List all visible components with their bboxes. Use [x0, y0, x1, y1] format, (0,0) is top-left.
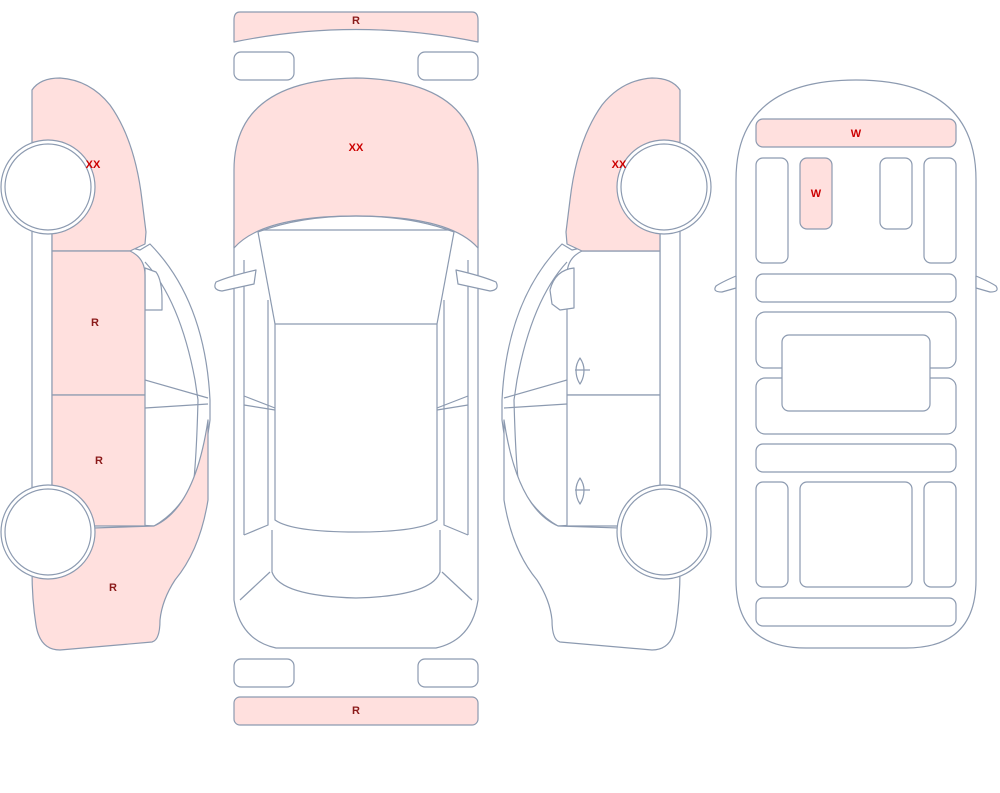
left-quarter-panel[interactable]	[31, 419, 209, 651]
left-rear-door-label: R	[95, 455, 103, 467]
top-view: R XX R	[214, 11, 498, 726]
right-quarter-panel[interactable]	[503, 419, 681, 651]
right-front-door-handle[interactable]	[575, 357, 585, 385]
rear-left-taillight[interactable]	[233, 658, 295, 688]
left-rear-wheel[interactable]	[4, 488, 92, 576]
rear-right-taillight[interactable]	[417, 658, 479, 688]
left-front-door-label: R	[91, 317, 99, 329]
hood-label: XX	[349, 142, 364, 154]
roof-panel[interactable]	[799, 157, 833, 230]
front-right-headlight[interactable]	[417, 51, 479, 81]
front-bumper-label: R	[352, 15, 360, 27]
top-left-mirror[interactable]	[214, 269, 257, 292]
right-front-door[interactable]	[566, 250, 661, 396]
left-pillar-line-2	[144, 403, 209, 409]
right-window-line	[443, 300, 469, 536]
top-right-mirror[interactable]	[455, 269, 498, 292]
right-a-pillar	[436, 231, 455, 325]
right-rear-corner-line	[441, 571, 473, 601]
interior-right-pillar-front[interactable]	[923, 157, 957, 264]
interior-right-mirror[interactable]	[975, 275, 998, 293]
left-pillar-line-1	[144, 379, 209, 399]
right-pillar-line-1	[503, 379, 568, 399]
rear-bumper-label: R	[352, 705, 360, 717]
interior-rear-seat-row[interactable]	[755, 443, 957, 473]
left-front-wheel[interactable]	[4, 143, 92, 231]
interior-left-mirror[interactable]	[714, 275, 737, 293]
left-side-view: XX R R R	[0, 77, 211, 651]
roof-panel-label: W	[811, 188, 822, 200]
roof-front-strip-label: W	[851, 128, 862, 140]
right-fender-label: XX	[612, 159, 627, 171]
left-quarter-label: R	[109, 582, 117, 594]
interior-rear-strip[interactable]	[755, 597, 957, 627]
roof-front-strip[interactable]	[755, 118, 957, 148]
right-b-pillar	[436, 395, 469, 411]
right-front-wheel[interactable]	[620, 143, 708, 231]
windshield-top-edge	[257, 215, 455, 233]
interior-right-visor[interactable]	[879, 157, 913, 230]
rear-window-line	[271, 530, 441, 599]
interior-cargo-area[interactable]	[799, 481, 913, 588]
left-mirror[interactable]	[144, 267, 163, 311]
left-fender-label: XX	[86, 159, 101, 171]
right-rear-door-handle[interactable]	[575, 477, 585, 505]
interior-view: W W	[714, 79, 998, 649]
right-pillar-line-2	[503, 403, 568, 409]
left-a-pillar	[257, 231, 276, 325]
right-side-view: XX	[501, 77, 712, 651]
interior-left-pillar-rear[interactable]	[755, 481, 789, 588]
right-rear-wheel[interactable]	[620, 488, 708, 576]
left-front-door-panel[interactable]	[51, 250, 146, 396]
left-rear-corner-line	[239, 571, 271, 601]
interior-right-pillar-rear[interactable]	[923, 481, 957, 588]
right-mirror[interactable]	[549, 267, 575, 311]
left-window-line	[243, 300, 269, 536]
front-bumper-panel[interactable]	[233, 11, 479, 43]
rear-bumper-panel[interactable]	[233, 696, 479, 726]
interior-left-pillar-front[interactable]	[755, 157, 789, 264]
interior-front-seat-row[interactable]	[755, 273, 957, 303]
roof-top[interactable]	[274, 323, 438, 533]
hood-panel[interactable]	[233, 77, 479, 249]
interior-sunroof[interactable]	[781, 334, 931, 412]
left-b-pillar	[243, 395, 276, 411]
front-left-headlight[interactable]	[233, 51, 295, 81]
